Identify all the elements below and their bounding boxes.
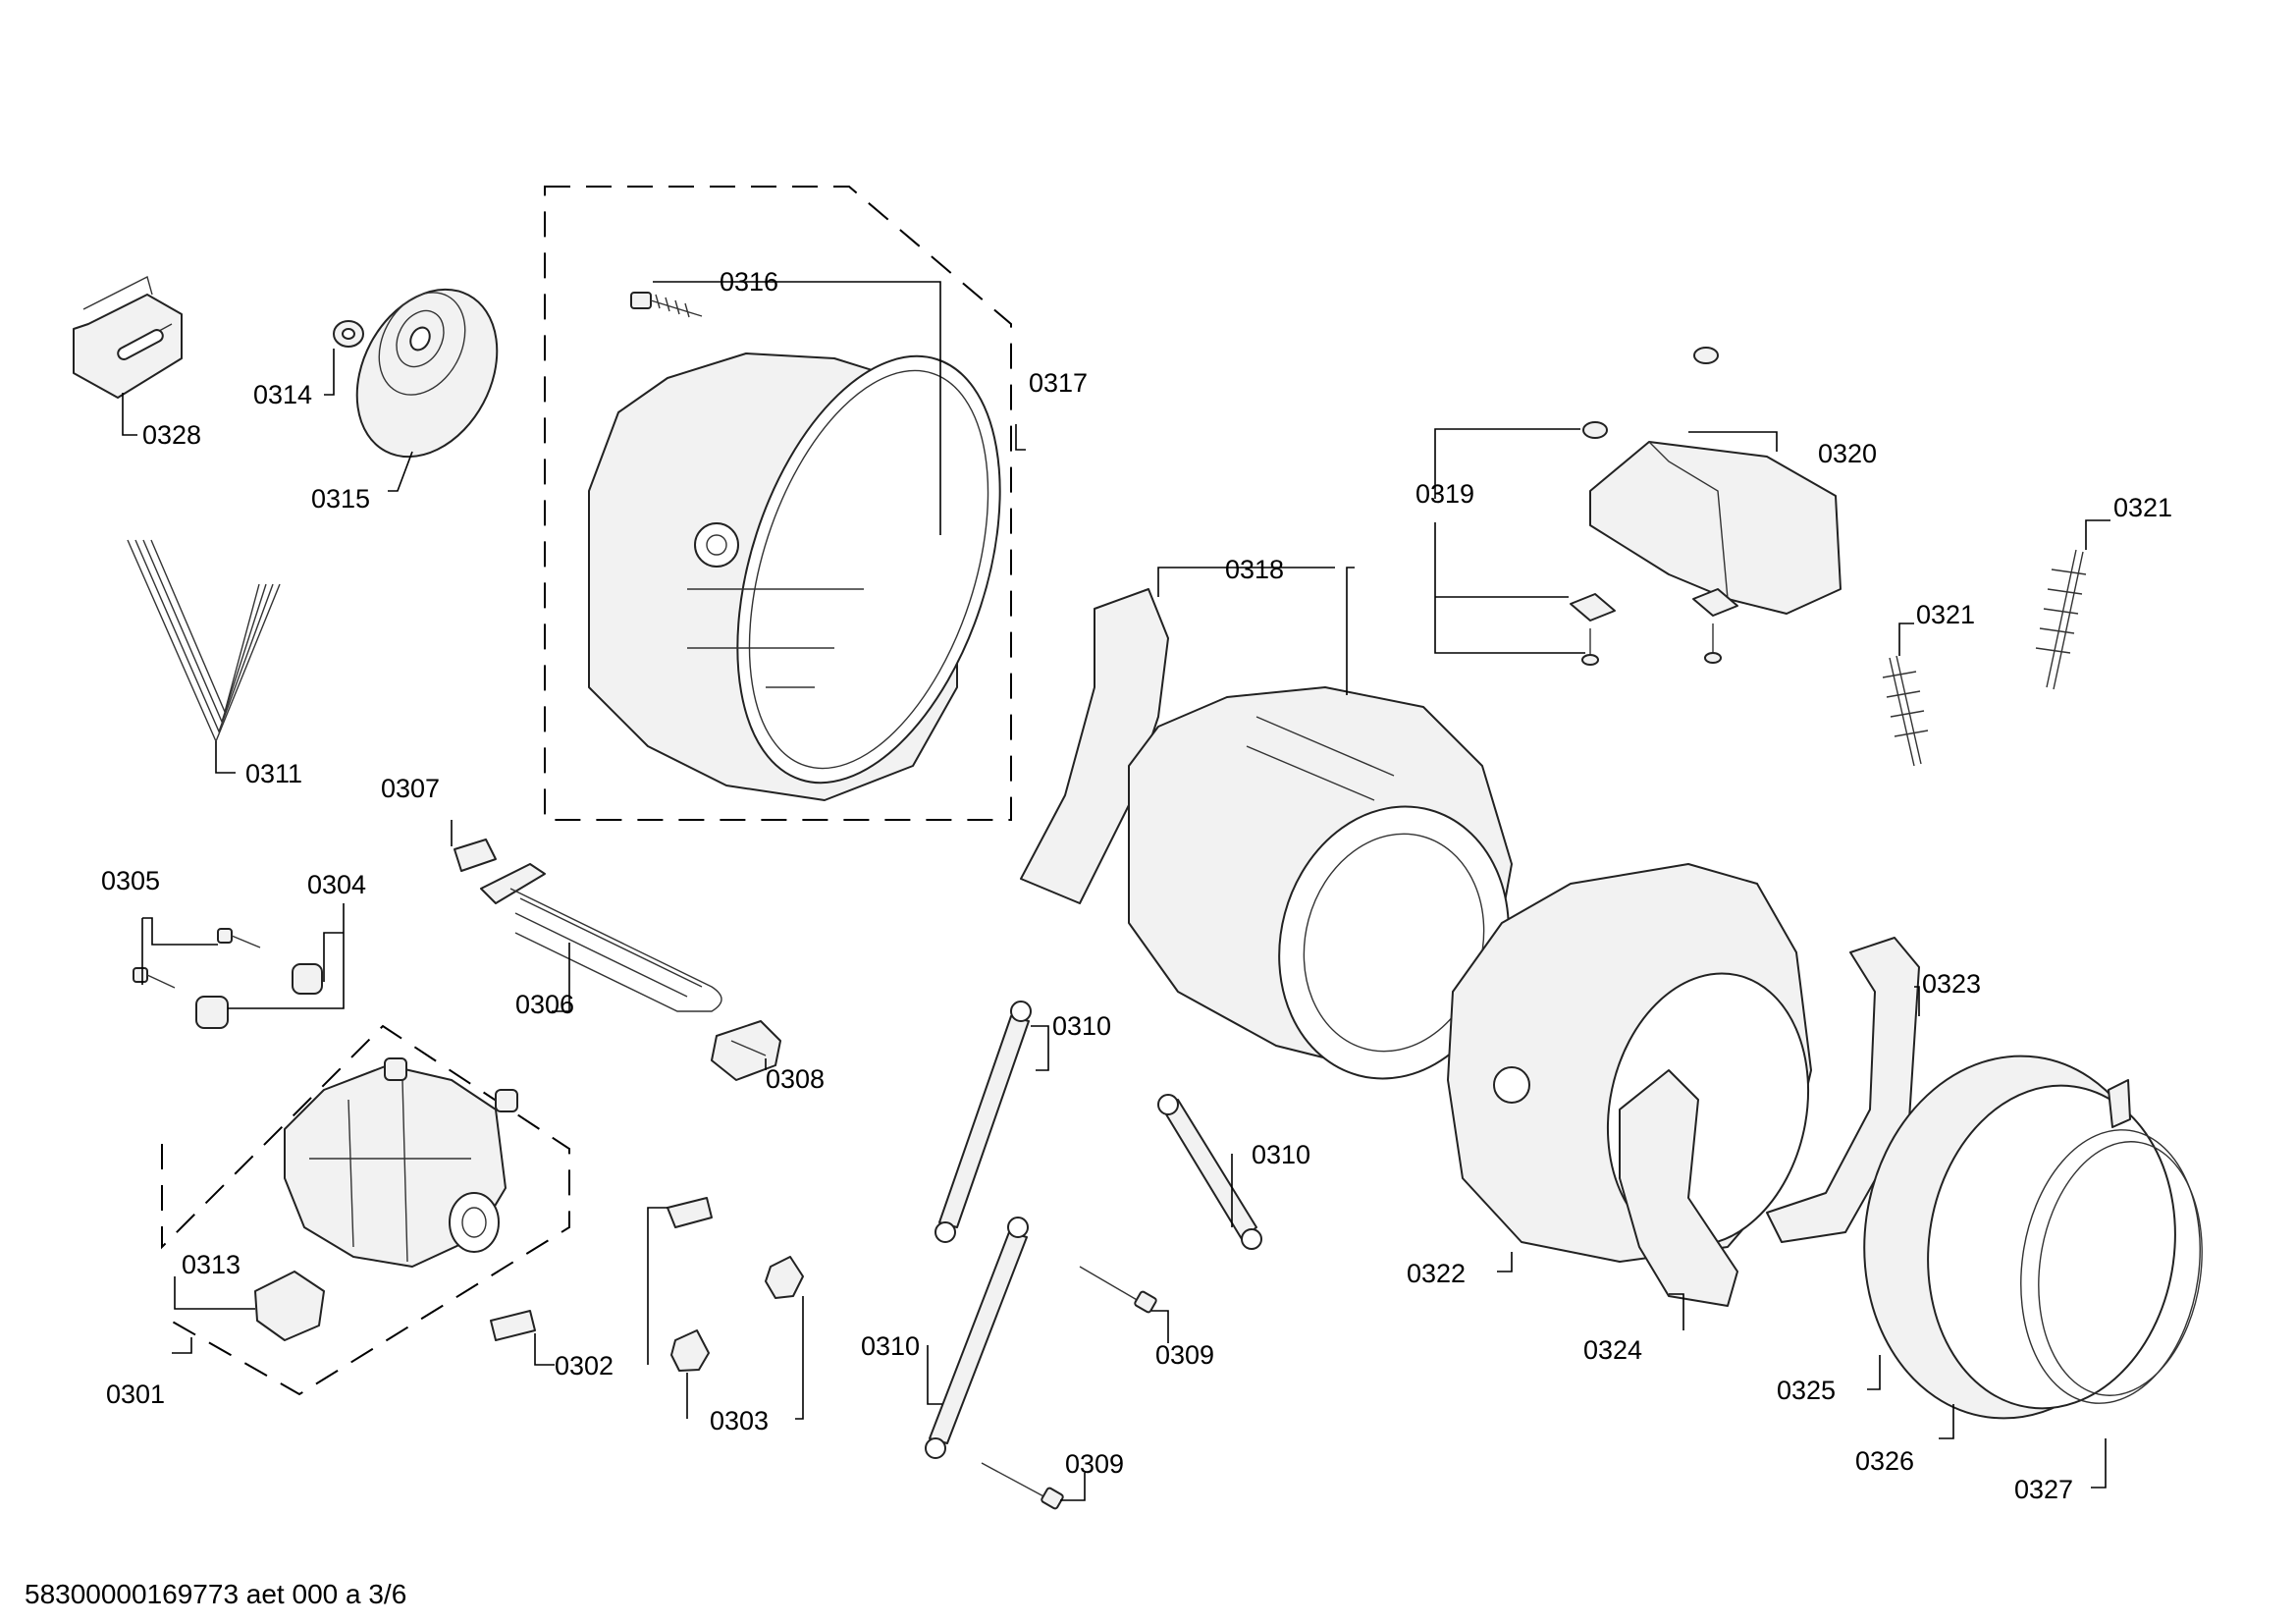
rear-tub-part xyxy=(588,352,1001,801)
screw-part xyxy=(630,292,703,318)
callout-0316: 0316 xyxy=(720,267,778,297)
front-counterweight-part xyxy=(1619,1069,1738,1307)
small-screws-part xyxy=(133,928,261,989)
spring-1-part xyxy=(2035,549,2087,690)
callout-0305: 0305 xyxy=(101,866,160,895)
callout-0313: 0313 xyxy=(182,1250,240,1279)
callout-0324: 0324 xyxy=(1583,1335,1642,1365)
motor-part xyxy=(284,1057,518,1268)
callout-0308: 0308 xyxy=(766,1064,825,1094)
callout-0321-a: 0321 xyxy=(2113,493,2172,522)
motor-group-outline xyxy=(161,1024,570,1396)
callout-0327: 0327 xyxy=(2014,1475,2073,1504)
callout-0307: 0307 xyxy=(381,774,440,803)
callout-0321-b: 0321 xyxy=(1916,600,1975,629)
document-reference: 58300000169773 aet 000 a 3/6 xyxy=(25,1579,406,1609)
carbon-brush-part xyxy=(254,1271,325,1341)
callout-0328: 0328 xyxy=(142,420,201,450)
callout-0320: 0320 xyxy=(1818,439,1877,468)
callout-0314: 0314 xyxy=(253,380,312,409)
bolt-2-part xyxy=(981,1462,1064,1510)
callout-0309-a: 0309 xyxy=(1155,1340,1214,1370)
tub-rear-group-outline xyxy=(544,186,1012,821)
clip-part xyxy=(711,1020,781,1081)
spring-2-part xyxy=(1882,655,1929,767)
pulley-part xyxy=(355,288,499,459)
bracket-part xyxy=(73,275,183,399)
callout-0323: 0323 xyxy=(1922,969,1981,999)
fasteners-part xyxy=(1570,347,1738,666)
bushings-part xyxy=(195,963,323,1029)
shock-absorber-3-part xyxy=(925,1217,1029,1459)
callout-0315: 0315 xyxy=(311,484,370,514)
leader-lines xyxy=(122,281,2110,1501)
callout-0310-c: 0310 xyxy=(861,1331,920,1361)
callout-0304: 0304 xyxy=(307,870,366,899)
callout-0318: 0318 xyxy=(1225,555,1284,584)
callout-0303: 0303 xyxy=(710,1406,769,1435)
callout-0322: 0322 xyxy=(1407,1259,1466,1288)
callout-0319: 0319 xyxy=(1415,479,1474,509)
callout-0302: 0302 xyxy=(555,1351,614,1380)
drum-bushings-part xyxy=(670,1256,804,1372)
callout-0306: 0306 xyxy=(515,990,574,1019)
ntc-sensor-part xyxy=(454,839,497,872)
callout-0326: 0326 xyxy=(1855,1446,1914,1476)
callout-0317: 0317 xyxy=(1029,368,1088,398)
shock-absorber-2-part xyxy=(1157,1094,1262,1250)
callout-0325: 0325 xyxy=(1777,1376,1836,1405)
callout-0311: 0311 xyxy=(245,759,302,788)
switch-housing-part xyxy=(1589,441,1842,615)
bolt-1-part xyxy=(1079,1266,1157,1314)
door-seal-part xyxy=(1863,1055,2203,1420)
nut-part xyxy=(333,320,364,348)
callout-0301: 0301 xyxy=(106,1380,165,1409)
drive-belt-part xyxy=(127,539,281,743)
tacho-clips-part xyxy=(490,1197,713,1341)
callout-0310-a: 0310 xyxy=(1052,1011,1111,1041)
shock-absorber-1-part xyxy=(934,1001,1032,1243)
callout-0309-b: 0309 xyxy=(1065,1449,1124,1479)
callout-0310-b: 0310 xyxy=(1252,1140,1310,1169)
heater-element-part xyxy=(480,863,722,1012)
